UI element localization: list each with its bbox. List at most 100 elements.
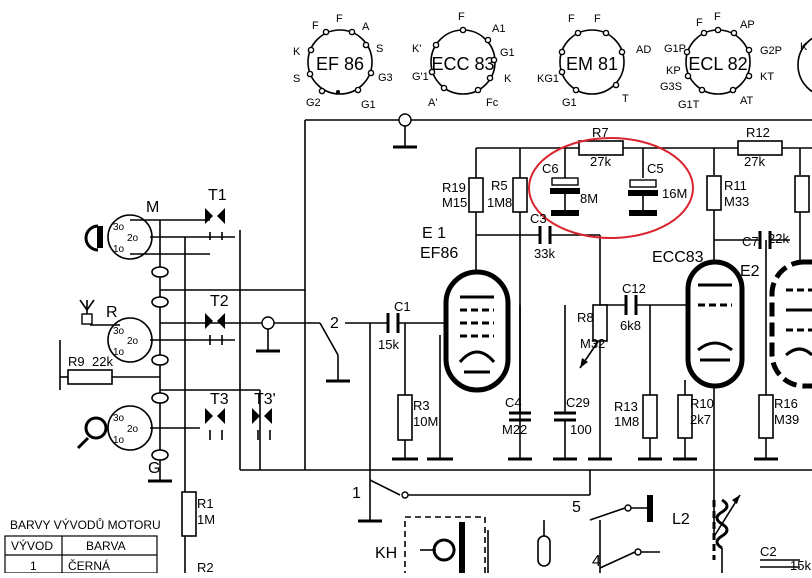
svg-text:K: K	[800, 41, 808, 53]
switch-t3prime-label: T3'	[254, 391, 276, 408]
svg-text:1o: 1o	[113, 244, 125, 255]
connector-g-label: G	[148, 460, 160, 477]
pinout-partial-right: K	[797, 37, 812, 93]
svg-text:2o: 2o	[127, 336, 139, 347]
r8-ref: R8	[577, 310, 594, 325]
table-title: BARVY VÝVODŮ MOTORU	[10, 517, 161, 532]
switch-pos-1: 1	[352, 485, 361, 502]
connector-m-label: M	[146, 199, 159, 216]
svg-text:K': K'	[412, 43, 421, 55]
pinout-ef86: EF 86 F F A S G3 G1 G2 S K	[293, 13, 393, 111]
svg-text:ECL 82: ECL 82	[688, 54, 747, 74]
svg-text:1o: 1o	[113, 347, 125, 358]
tube-e2-ref: E2	[740, 263, 760, 280]
c7-value: 22k	[768, 231, 789, 246]
svg-text:F: F	[336, 13, 343, 25]
connector-bus	[148, 220, 305, 573]
connector-r	[59, 299, 235, 390]
svg-text:G'1: G'1	[412, 71, 429, 83]
svg-text:K: K	[293, 46, 301, 58]
svg-text:1o: 1o	[113, 435, 125, 446]
table-header-vyvod: VÝVOD	[11, 538, 53, 553]
resistor-r9	[67, 369, 113, 385]
switch-symbols	[205, 208, 272, 440]
r12-value: 27k	[744, 154, 765, 169]
resistor-r5	[512, 177, 528, 213]
svg-text:F: F	[568, 13, 575, 25]
svg-text:T: T	[622, 93, 629, 105]
labels: R7 27k R12 27k R19 M15 R5 1M8 C6 8M C5 1…	[68, 125, 811, 575]
capacitors	[386, 177, 772, 422]
switch-pos-5: 5	[572, 499, 581, 516]
resistor-r7	[578, 140, 624, 156]
r5-value: 1M8	[487, 195, 512, 210]
resistor-r3	[397, 394, 413, 441]
switch-t1-label: T1	[208, 187, 227, 204]
connector-m	[84, 214, 235, 260]
tube-e1-ref: E 1	[422, 225, 446, 242]
c12-ref: C12	[622, 281, 646, 296]
resistor-r-right	[794, 175, 810, 213]
tube-ecc83	[685, 259, 745, 389]
svg-text:EM 81: EM 81	[566, 54, 618, 74]
r3-ref: R3	[413, 398, 430, 413]
table-header-barva: BARVA	[86, 539, 126, 553]
r13-ref: R13	[614, 399, 638, 414]
c6-value: 8M	[580, 191, 598, 206]
r11-ref: R11	[724, 178, 747, 193]
svg-text:G1P: G1P	[664, 43, 686, 55]
svg-text:KP: KP	[666, 65, 681, 77]
svg-text:G2P: G2P	[760, 45, 782, 57]
c6-ref: C6	[542, 161, 559, 176]
connector-g	[76, 405, 200, 451]
r1-ref: R1	[197, 496, 214, 511]
svg-text:F: F	[594, 13, 601, 25]
table-cell-vyvod: 1	[30, 559, 37, 573]
svg-text:G2: G2	[306, 97, 321, 109]
switch-pos-4: 4	[592, 553, 601, 570]
table-cell-barva: ČERNÁ	[68, 558, 110, 573]
c3-value: 33k	[534, 246, 555, 261]
svg-text:G1: G1	[562, 97, 577, 109]
c29-value: 100	[570, 422, 592, 437]
svg-text:S: S	[376, 43, 383, 55]
svg-text:F: F	[458, 11, 465, 23]
svg-text:Fc: Fc	[486, 97, 499, 109]
resistor-bodies	[67, 140, 810, 537]
r19-value: M15	[442, 195, 467, 210]
r10-value: 2k7	[690, 412, 711, 427]
inductor-l2-label: L2	[672, 511, 690, 528]
tube-ecc83-type: ECC83	[652, 249, 704, 266]
pinout-em81: EM 81 F F AD T G1 KG1	[537, 13, 651, 109]
svg-text:G3S: G3S	[660, 81, 682, 93]
tube-e1-type: EF86	[420, 245, 458, 262]
r9-ref: R9	[68, 354, 85, 369]
c1-ref: C1	[394, 299, 411, 314]
c29-ref: C29	[566, 395, 590, 410]
r12-ref: R12	[746, 125, 770, 140]
svg-text:2o: 2o	[127, 233, 139, 244]
r16-value: M39	[774, 412, 799, 427]
r11-value: M33	[724, 194, 749, 209]
svg-text:AP: AP	[740, 19, 755, 31]
svg-text:K: K	[504, 73, 512, 85]
c5-value: 16M	[662, 186, 687, 201]
c3-ref: C3	[530, 211, 547, 226]
motor-wire-table: BARVY VÝVODŮ MOTORU VÝVOD BARVA 1 ČERNÁ	[4, 517, 161, 574]
switch-pos-2: 2	[330, 315, 339, 332]
resistor-r12	[737, 140, 783, 156]
r1-value: 1M	[197, 512, 215, 527]
switch-t2-label: T2	[210, 293, 229, 310]
resistor-r8	[592, 304, 608, 342]
resistor-r1	[181, 491, 197, 537]
c2-ref: C2	[760, 544, 777, 559]
svg-text:ECC 83: ECC 83	[431, 54, 494, 74]
svg-text:KG1: KG1	[537, 73, 559, 85]
c5-ref: C5	[647, 161, 664, 176]
pinout-ecc83: ECC 83 F A1 G1 K Fc A' G'1 K'	[412, 11, 515, 109]
pinout-ecl82: ECL 82 F F AP G2P KT AT G1T G3S KP G1P	[660, 11, 782, 111]
r19-ref: R19	[442, 180, 466, 195]
svg-text:AT: AT	[740, 95, 754, 107]
svg-text:F: F	[714, 11, 721, 23]
